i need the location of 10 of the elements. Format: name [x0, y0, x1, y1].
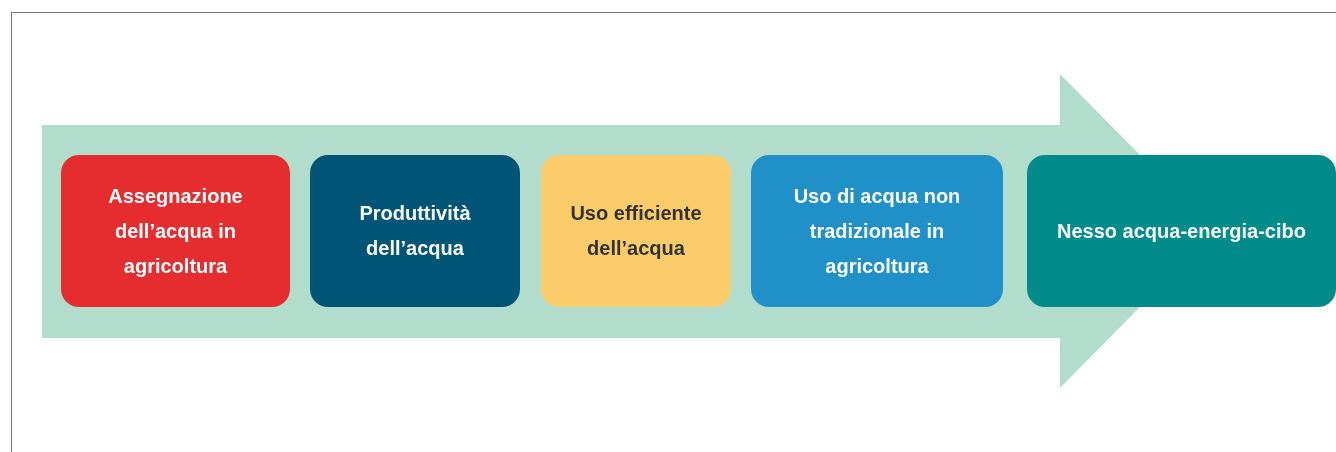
- step-box: [541, 155, 731, 307]
- step-label: Assegnazione dell’acqua in agricoltura: [107, 183, 244, 279]
- step-box: [1027, 155, 1336, 307]
- step-box: [310, 155, 520, 307]
- step-label: Produttività dell’acqua: [358, 201, 472, 261]
- step-box: [61, 155, 290, 307]
- step-label: Nesso acqua-energia-cibo: [1057, 218, 1306, 244]
- step-label: Uso efficiente dell’acqua: [569, 201, 703, 261]
- step-label: Uso di acqua non tradizionale in agricoltura: [792, 183, 962, 279]
- step-box: [751, 155, 1003, 307]
